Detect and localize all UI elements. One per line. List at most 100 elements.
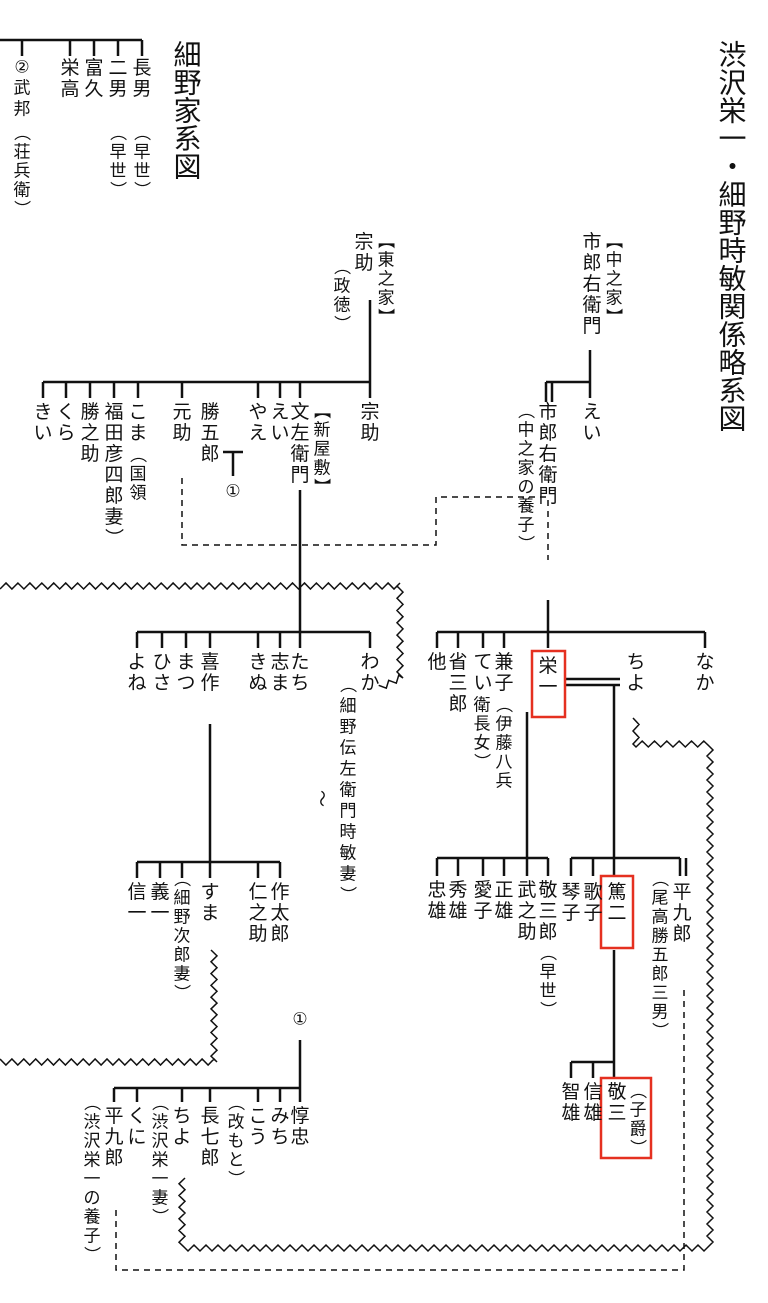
svg-text:よ: よ <box>626 672 645 694</box>
svg-text:兼: 兼 <box>494 651 513 673</box>
svg-text:】: 】 <box>375 308 395 325</box>
svg-text:く: く <box>127 1105 146 1127</box>
svg-text:家: 家 <box>378 288 395 308</box>
svg-text:よ: よ <box>127 651 146 673</box>
svg-text:郎: 郎 <box>448 693 467 715</box>
svg-text:【: 【 <box>375 232 395 249</box>
label-people-tomoo: 智雄 <box>561 1081 580 1124</box>
label-people-shima: 志ま <box>270 651 289 694</box>
svg-text:ね: ね <box>127 672 146 694</box>
svg-text:之: 之 <box>80 422 99 444</box>
svg-text:）: ） <box>102 528 124 547</box>
svg-text:右: 右 <box>582 273 601 295</box>
svg-text:）: ） <box>225 1170 245 1187</box>
label-people-masao: 正雄 <box>494 879 513 922</box>
label-people-aiko: 愛子 <box>473 879 492 922</box>
svg-text:野: 野 <box>340 717 357 737</box>
label-people-shinichi: 信一 <box>127 881 146 924</box>
svg-text:爵: 爵 <box>630 1119 647 1139</box>
svg-text:早: 早 <box>110 142 127 162</box>
svg-text:門: 門 <box>290 464 309 486</box>
svg-text:郎: 郎 <box>538 422 557 444</box>
label-people-hideo: 秀雄 <box>448 879 467 922</box>
label-people-katsunosuke: 勝之助 <box>80 401 99 465</box>
label-people-takekuni_note: （荘兵衛） <box>11 124 31 217</box>
svg-text:雄: 雄 <box>561 1102 580 1124</box>
label-people-kuni: くに <box>127 1105 146 1148</box>
svg-text:九: 九 <box>672 902 691 924</box>
svg-text:や: や <box>248 401 267 423</box>
svg-text:政: 政 <box>334 276 351 296</box>
svg-text:②: ② <box>14 57 29 77</box>
svg-text:】: 】 <box>311 478 331 495</box>
svg-text:こ: こ <box>248 1105 267 1127</box>
svg-text:九: 九 <box>104 1126 123 1148</box>
label-people-kou: こう <box>248 1105 267 1148</box>
svg-text:五: 五 <box>200 422 219 444</box>
svg-text:栄: 栄 <box>84 1150 101 1170</box>
label-people-munesuke: 宗助 <box>360 401 379 444</box>
label-people-tachi: たち <box>290 651 309 694</box>
svg-text:一: 一 <box>150 902 169 924</box>
svg-text:（: （ <box>131 124 151 141</box>
label-houses-higashi: 【東之家】 <box>375 232 395 325</box>
hosono-title: 細野家系図 <box>170 40 203 180</box>
svg-text:）: ） <box>81 1246 101 1263</box>
svg-text:妻: 妻 <box>104 506 123 528</box>
label-people-eiichi: 栄一 <box>538 655 557 698</box>
svg-text:早: 早 <box>134 142 151 162</box>
svg-text:ち: ち <box>270 1126 289 1148</box>
label-people-keizaburo: 敬三郎 <box>538 879 557 943</box>
svg-text:久: 久 <box>84 78 103 100</box>
svg-text:邦: 邦 <box>14 99 31 119</box>
svg-text:衛: 衛 <box>582 294 601 316</box>
svg-text:さ: さ <box>152 672 171 694</box>
svg-text:勝: 勝 <box>80 401 99 423</box>
svg-text:作: 作 <box>270 881 289 903</box>
svg-text:男: 男 <box>652 1002 669 1022</box>
svg-text:中: 中 <box>606 250 623 270</box>
svg-text:郎: 郎 <box>104 1147 123 1169</box>
svg-text:え: え <box>270 401 289 423</box>
svg-text:（: （ <box>515 402 535 419</box>
svg-text:つ: つ <box>176 672 195 694</box>
label-people-heikuro: 平九郎 <box>672 881 691 945</box>
svg-text:な: な <box>695 651 714 673</box>
label-people-atsutada: 惇忠 <box>290 1105 309 1148</box>
label-people-chonan_note: （早世） <box>131 124 151 198</box>
label-people-heikuro2: 平九郎 <box>104 1105 123 1169</box>
svg-text:之: 之 <box>606 269 623 289</box>
svg-text:渋: 渋 <box>152 1112 169 1132</box>
svg-text:太: 太 <box>270 902 289 924</box>
waka-wavy-line <box>0 581 405 690</box>
label-people-giichi: 義一 <box>150 881 169 924</box>
svg-text:）: ） <box>11 200 31 217</box>
svg-text:敷: 敷 <box>314 458 331 478</box>
svg-text:い: い <box>473 672 492 694</box>
svg-text:高: 高 <box>60 78 79 100</box>
svg-text:三: 三 <box>538 900 557 922</box>
svg-text:か: か <box>695 672 714 694</box>
label-people-mark1: ① <box>292 1009 307 1029</box>
svg-text:渋: 渋 <box>84 1112 101 1132</box>
label-people-keizo_note: （子爵） <box>627 1082 647 1156</box>
svg-text:わ: わ <box>360 651 379 673</box>
svg-text:み: み <box>270 1105 289 1127</box>
svg-text:三: 三 <box>448 672 467 694</box>
svg-text:改: 改 <box>228 1112 245 1132</box>
svg-text:）: ） <box>649 1022 669 1039</box>
svg-text:七: 七 <box>200 1126 219 1148</box>
label-people-ninnosuke: 仁之助 <box>248 881 267 945</box>
svg-text:妻: 妻 <box>152 1188 169 1208</box>
svg-text:郎: 郎 <box>538 921 557 943</box>
label-houses-naka: 【中之家】 <box>603 232 623 325</box>
svg-text:）: ） <box>107 181 127 198</box>
svg-text:信: 信 <box>127 881 146 903</box>
svg-text:ま: ま <box>270 672 289 694</box>
svg-text:（: （ <box>649 870 669 887</box>
svg-text:宗: 宗 <box>360 401 379 423</box>
motosuke-to-ichiroemon <box>181 478 549 560</box>
svg-text:（: （ <box>107 124 127 141</box>
label-people-keizo: 敬三 <box>607 1081 626 1124</box>
